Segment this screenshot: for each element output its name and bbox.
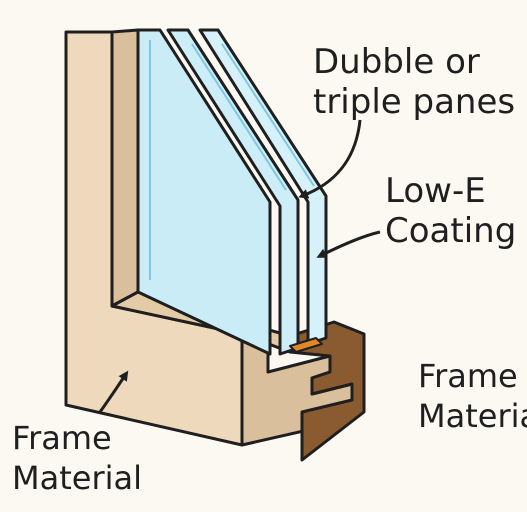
label-low-e-line2: Coating [385,211,517,251]
glass-pane-front [136,28,272,356]
glass-pane-rear [198,28,328,346]
label-panes-line1: Dubble or [313,42,480,82]
arrow-frame [98,370,129,413]
label-panes: Dubble or triple panes [313,42,515,122]
label-frame-left-line2: Material [12,459,142,497]
label-low-e-coating: Low-E Coating [385,171,516,251]
pane-spacer [289,337,323,353]
frame-jamb-inner-side [110,28,140,308]
frame-profile-dark [288,320,366,462]
label-frame-right-line1: Frame [418,357,518,395]
label-panes-line2: triple panes [313,82,516,122]
label-low-e-line1: Low-E [385,171,486,211]
arrow-panes [298,119,362,199]
arrow-low-e [316,230,381,258]
label-frame-material-right: Frame Material [418,356,527,436]
label-frame-left-line1: Frame [12,419,112,457]
label-frame-right-line2: Material [418,397,527,435]
glass-highlight [149,40,315,280]
label-frame-material-left: Frame Material [12,418,142,498]
